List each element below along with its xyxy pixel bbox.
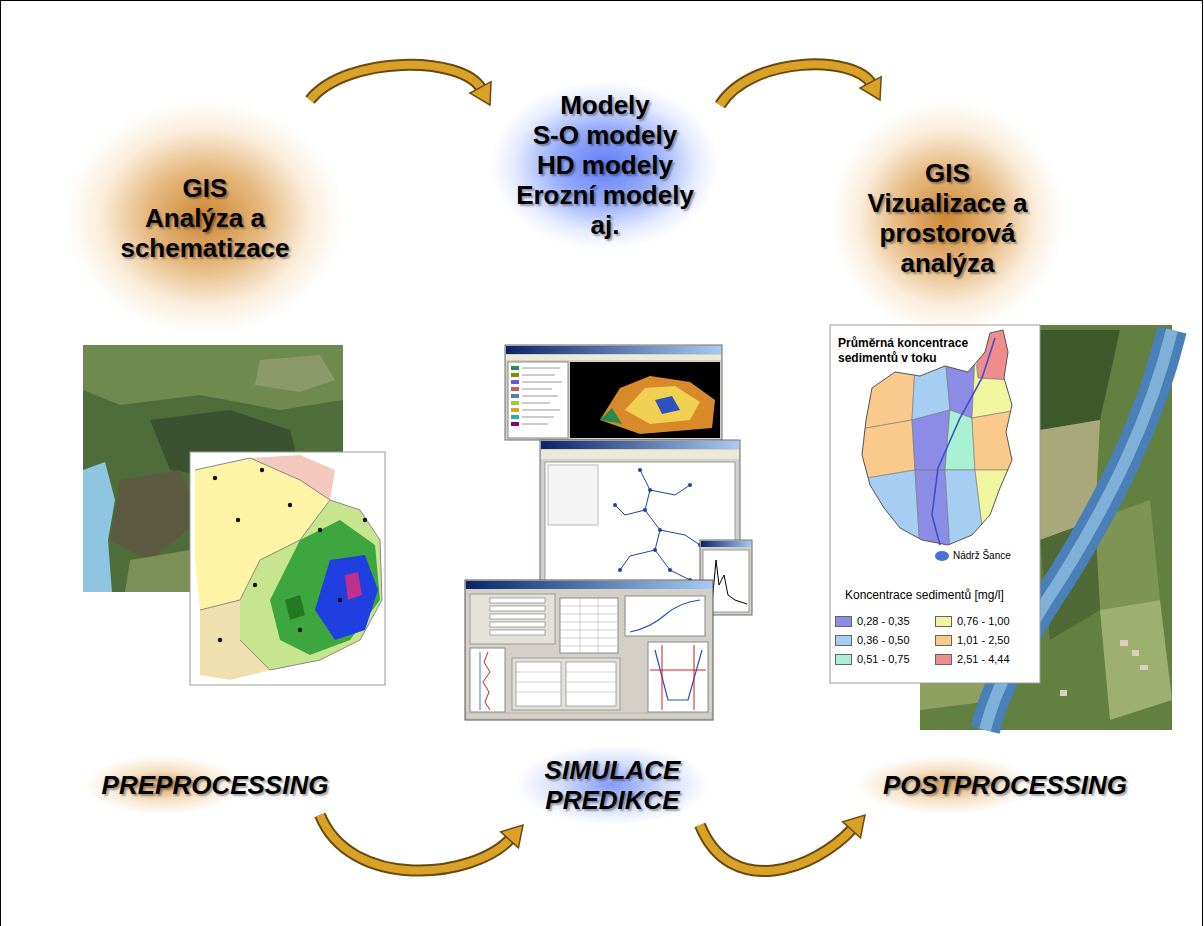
phase-label: POSTPROCESSING (855, 755, 1155, 815)
body-text: Analýza a schematizace (120, 203, 289, 263)
legend-swatch (835, 616, 852, 627)
arrow-outline (320, 815, 511, 871)
phase-label: SIMULACE PREDIKCE (515, 745, 710, 825)
legend-text: 0,36 - 0,50 (857, 633, 910, 648)
legend-text: 2,51 - 4,44 (957, 652, 1010, 667)
legend-text: 0,51 - 0,75 (857, 652, 910, 667)
arrow-outline (310, 65, 481, 100)
arrow-head (843, 815, 865, 838)
phase-label: PREPROCESSING (85, 755, 345, 815)
legend-swatch (935, 635, 952, 646)
heading-text: POSTPROCESSING (883, 770, 1127, 800)
arrow-head (501, 825, 523, 848)
legend-swatch (835, 635, 852, 646)
arrow-head (860, 77, 881, 100)
body-text: S-O modely (533, 120, 677, 150)
legend-swatch (935, 616, 952, 627)
node-text-group: GISVizualizace a prostorová analýza (860, 158, 1035, 278)
body-text: aj. (591, 210, 620, 240)
legend-swatch (935, 654, 952, 665)
body-text: Vizualizace a prostorová analýza (860, 188, 1035, 278)
arrow-body (700, 825, 853, 871)
node-text-group: POSTPROCESSING (883, 770, 1127, 800)
heading-text: PREPROCESSING (102, 770, 329, 800)
node-text-group: SIMULACE PREDIKCE (545, 755, 681, 815)
column-heading: GISAnalýza a schematizace (65, 100, 345, 335)
body-text: Erozní modely (516, 180, 694, 210)
map-title: Průměrná koncentrace sedimentů v toku (838, 336, 988, 366)
legend-text: 0,28 - 0,35 (857, 614, 910, 629)
arrow-head (470, 82, 491, 105)
heading-text: GIS (183, 173, 228, 203)
sediment-map (830, 320, 1040, 683)
map-card (190, 452, 385, 685)
curved-arrow (720, 64, 881, 105)
heading-text: GIS (925, 158, 970, 188)
column-heading: GISVizualizace a prostorová analýza (830, 100, 1065, 335)
column-heading: ModelyS-O modelyHD modelyErozní modelyaj… (490, 80, 720, 250)
place-name: Nádrž Šance (953, 550, 1043, 562)
arrow-outline (700, 825, 853, 871)
body-text: HD modely (537, 150, 673, 180)
legend-text: 0,76 - 1,00 (957, 614, 1010, 629)
arrow-body (310, 65, 481, 100)
software-window (505, 345, 722, 440)
curved-arrow (700, 815, 865, 871)
curved-arrow (320, 815, 523, 871)
arrow-body (720, 64, 872, 105)
node-text-group: PREPROCESSING (102, 770, 329, 800)
node-text-group: GISAnalýza a schematizace (120, 173, 289, 263)
arrow-body (320, 815, 511, 871)
legend-text: 1,01 - 2,50 (957, 633, 1010, 648)
node-text-group: ModelyS-O modelyHD modelyErozní modelyaj… (516, 90, 694, 240)
software-window (465, 580, 713, 720)
arrow-outline (720, 64, 872, 105)
legend-swatch (835, 654, 852, 665)
heading-text: SIMULACE PREDIKCE (545, 755, 681, 815)
heading-text: Modely (560, 90, 650, 120)
curved-arrow (310, 65, 491, 105)
legend-title: Koncentrace sedimentů [mg/l] (845, 588, 1035, 602)
